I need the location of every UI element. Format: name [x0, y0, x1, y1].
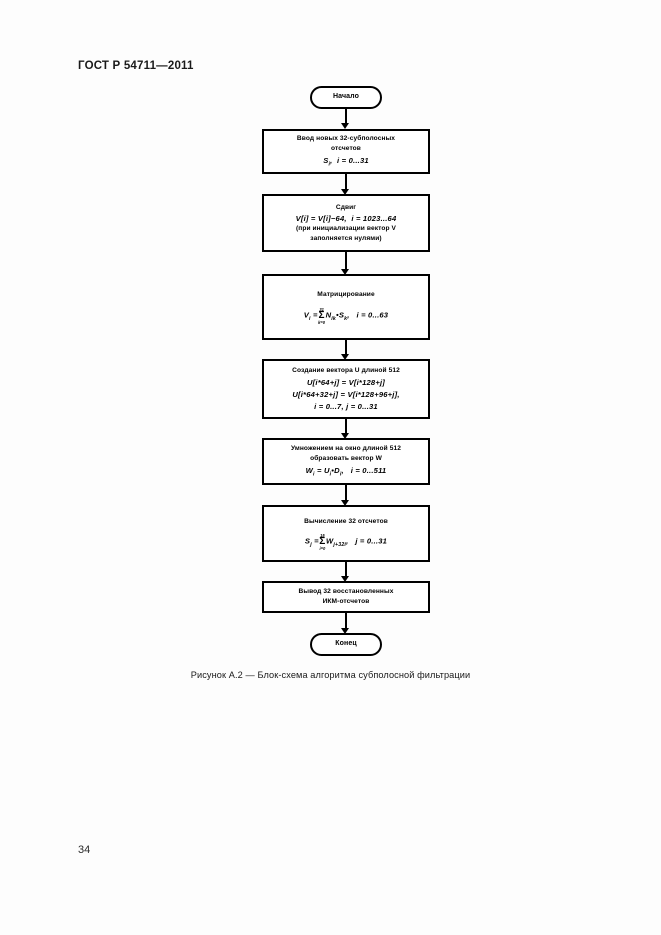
flow-node-window-lhs: W — [305, 465, 314, 475]
flow-node-shift-range: i = 1023...64 — [351, 214, 397, 224]
connector-window-to-compute — [344, 485, 347, 502]
figure-caption: Рисунок А.2 — Блок-схема алгоритма субпо… — [190, 670, 471, 680]
flow-node-matrixing-body2-sub: k — [344, 316, 348, 323]
connector-start-to-input — [344, 109, 347, 125]
page-number: 34 — [78, 844, 91, 856]
flow-node-window-title: Умножением на окно длиной 512 — [290, 445, 402, 453]
flow-node-compute-lhs: S — [304, 536, 311, 546]
flow-node-input-range: i = 0...31 — [337, 155, 369, 165]
flow-node-window-rhs-sub: i — [329, 471, 332, 478]
flow-node-input-var: S — [323, 155, 329, 165]
flow-node-matrixing-range: i = 0...63 — [356, 310, 389, 320]
connector-shift-to-matrix — [344, 252, 347, 271]
flow-node-vector-u-formula2: U[i*64+32+j] = V[i*128+96+j], — [292, 389, 400, 399]
connector-compute-to-output — [344, 562, 347, 578]
arrowhead-input — [341, 123, 350, 129]
flow-node-end: Конец — [310, 633, 382, 656]
flow-node-matrixing-body2: S — [338, 310, 345, 320]
connector-matrix-to-vectoru — [344, 340, 347, 356]
flow-node-end-label: Конец — [335, 640, 357, 648]
flow-node-window-range: i = 0...511 — [350, 465, 387, 475]
flow-node-shift: Сдвиг V[i] = V[i]−64, i = 1023...64 (при… — [262, 194, 430, 252]
flow-node-input-title: Ввод новых 32-субполосных — [296, 135, 396, 143]
flow-node-vector-u-formula3: i = 0...7, j = 0...31 — [314, 401, 378, 411]
flow-node-start-label: Начало — [333, 93, 359, 101]
sum-upper-limit-compute: 15 — [320, 532, 325, 538]
flow-node-shift-expression: V[i] = V[i]−64, — [295, 214, 347, 224]
flow-node-window-line2: образовать вектор W — [310, 454, 382, 462]
flow-node-input-line2: отсчетов — [331, 144, 361, 152]
flow-node-compute-body-sub: j+32i — [333, 542, 347, 549]
flow-node-input: Ввод новых 32-субполосных отсчетов Si, i… — [262, 129, 430, 174]
flow-node-window-lhs-sub: i — [313, 471, 315, 478]
flow-node-matrixing-lhs-sub: i — [309, 316, 311, 323]
flow-node-shift-title: Сдвиг — [335, 203, 357, 211]
flow-node-matrixing-title: Матрицирование — [317, 290, 375, 298]
arrowhead-end — [341, 628, 350, 634]
flow-node-shift-formula: V[i] = V[i]−64, i = 1023...64 — [296, 213, 397, 224]
flow-node-matrixing-body: N — [325, 310, 332, 320]
flow-node-window: Умножением на окно длиной 512 образовать… — [262, 438, 430, 485]
flow-node-output: Вывод 32 восстановленных ИКМ-отсчетов — [262, 581, 430, 613]
flowchart-diagram: Начало Ввод новых 32-субполосных отсчето… — [262, 86, 430, 656]
arrowhead-vectoru — [341, 354, 350, 360]
connector-input-to-shift — [344, 174, 347, 191]
sigma-glyph-compute: Σ — [319, 536, 326, 548]
arrowhead-window — [341, 433, 350, 439]
flow-node-matrixing-body-sub: ik — [331, 316, 336, 323]
connector-vectoru-to-window — [344, 419, 347, 435]
flow-node-window-rhs: U — [323, 465, 330, 475]
flow-node-shift-note2: заполняется нулями) — [310, 234, 382, 242]
connector-output-to-end — [344, 613, 347, 630]
flow-node-vector-u: Создание вектора U длиной 512 U[i*64+j] … — [262, 359, 430, 419]
flow-node-window-formula: Wi = Ui•Di, i = 0...511 — [305, 465, 387, 478]
arrowhead-output — [341, 576, 350, 582]
arrowhead-shift — [341, 189, 350, 195]
flow-node-output-line2: ИКМ-отсчетов — [322, 598, 370, 605]
flow-node-window-rhs2: D — [334, 465, 340, 475]
flow-node-vector-u-formula1: U[i*64+j] = V[i*128+j] — [306, 377, 386, 387]
flow-node-compute-range: j = 0...31 — [355, 536, 388, 546]
arrowhead-compute — [341, 500, 350, 506]
flow-node-compute-title: Вычисление 32 отсчетов — [304, 517, 388, 525]
flow-node-matrixing-lhs: V — [303, 310, 310, 320]
flow-node-start: Начало — [310, 86, 382, 109]
flow-node-output-title: Вывод 32 восстановленных — [298, 588, 394, 596]
flow-node-compute-lhs-sub: j — [310, 542, 312, 549]
sum-upper-limit: 31 — [319, 306, 324, 312]
flow-node-window-rhs2-sub: i — [339, 471, 342, 478]
sigma-glyph: Σ — [318, 310, 325, 322]
document-header: ГОСТ Р 54711—2011 — [78, 60, 194, 72]
arrowhead-matrix — [341, 269, 350, 275]
flow-node-input-formula: Si, i = 0...31 — [323, 155, 369, 168]
flow-node-compute-body: W — [326, 536, 334, 546]
sum-lower-limit: k=0 — [318, 319, 326, 325]
flow-node-vector-u-title: Создание вектора U длиной 512 — [292, 367, 400, 375]
flow-node-shift-note1: (при инициализации вектор V — [295, 225, 397, 233]
sum-lower-limit-compute: i=0 — [319, 545, 326, 551]
flow-node-input-sub: i — [328, 161, 331, 168]
